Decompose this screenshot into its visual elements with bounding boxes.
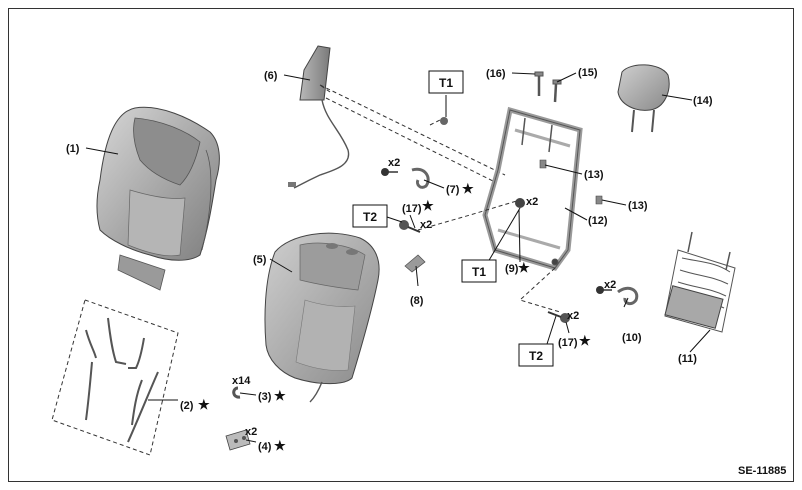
part-label-12: (12) bbox=[588, 215, 608, 227]
qty-label-17b: x2 bbox=[567, 310, 579, 322]
qty-label-4: x2 bbox=[245, 426, 257, 438]
torque-box-t2-left: T2 bbox=[352, 204, 388, 228]
spring-assembly-drawing bbox=[664, 231, 736, 333]
star-icon: ★ bbox=[198, 397, 210, 412]
torque-box-t2-bottom: T2 bbox=[518, 343, 554, 367]
part-label-10: (10) bbox=[622, 332, 642, 344]
torque-label: T2 bbox=[529, 349, 543, 363]
clip-drawing bbox=[539, 159, 603, 205]
torque-box-t1-mid: T1 bbox=[461, 259, 497, 283]
part-label-8: (8) bbox=[410, 295, 424, 307]
part-label-9: (9) bbox=[505, 263, 519, 275]
part-label-7: (7) bbox=[446, 184, 460, 196]
callout-leaders bbox=[85, 72, 711, 443]
part-label-4: (4) bbox=[258, 441, 272, 453]
part-label-14: (14) bbox=[693, 95, 713, 107]
star-icon: ★ bbox=[274, 388, 286, 403]
part-label-17b: (17) bbox=[558, 337, 578, 349]
star-icon: ★ bbox=[579, 333, 591, 348]
qty-label-9: x2 bbox=[526, 196, 538, 208]
diagram-frame bbox=[8, 8, 794, 482]
lower-bracket-drawing bbox=[596, 286, 639, 306]
star-icon: ★ bbox=[422, 198, 434, 213]
side-airbag-drawing bbox=[288, 45, 350, 189]
part-label-13b: (13) bbox=[628, 200, 648, 212]
star-icon: ★ bbox=[518, 260, 530, 275]
harness-bracket-drawing bbox=[381, 167, 430, 189]
bracket-drawing bbox=[225, 429, 251, 451]
star-icon: ★ bbox=[274, 438, 286, 453]
hog-ring-clip-drawing bbox=[232, 386, 241, 399]
trim-cover-drawing bbox=[404, 254, 426, 273]
torque-label: T2 bbox=[363, 210, 377, 224]
qty-label-10: x2 bbox=[604, 279, 616, 291]
star-icon: ★ bbox=[462, 181, 474, 196]
part-label-16: (16) bbox=[486, 68, 506, 80]
part-label-6: (6) bbox=[264, 70, 278, 82]
figure-id: SE-11885 bbox=[738, 465, 786, 477]
bolt-drawing bbox=[399, 117, 570, 323]
part-label-3: (3) bbox=[258, 391, 272, 403]
part-label-2: (2) bbox=[180, 400, 194, 412]
airbag-leader-lines bbox=[319, 84, 506, 183]
qty-label-17a: x2 bbox=[420, 219, 432, 231]
part-label-15: (15) bbox=[578, 67, 598, 79]
part-label-1: (1) bbox=[66, 143, 80, 155]
seat-back-cover-drawing bbox=[96, 106, 220, 291]
wire-set-drawing bbox=[51, 299, 179, 456]
seat-back-pad-drawing bbox=[264, 232, 380, 403]
part-label-11: (11) bbox=[678, 353, 697, 365]
headrest-drawing bbox=[617, 64, 670, 133]
qty-label-3: x14 bbox=[232, 375, 251, 387]
torque-label: T1 bbox=[472, 265, 486, 279]
seat-back-frame-drawing bbox=[482, 106, 583, 271]
part-label-13a: (13) bbox=[584, 169, 604, 181]
lower-leader-lines bbox=[417, 199, 561, 313]
qty-label-7: x2 bbox=[388, 157, 400, 169]
torque-box-t1-top: T1 bbox=[428, 70, 464, 94]
part-label-5: (5) bbox=[253, 254, 267, 266]
part-label-17a: (17) bbox=[402, 203, 422, 215]
torque-label: T1 bbox=[439, 76, 453, 90]
headrest-guide-drawing bbox=[534, 71, 562, 103]
